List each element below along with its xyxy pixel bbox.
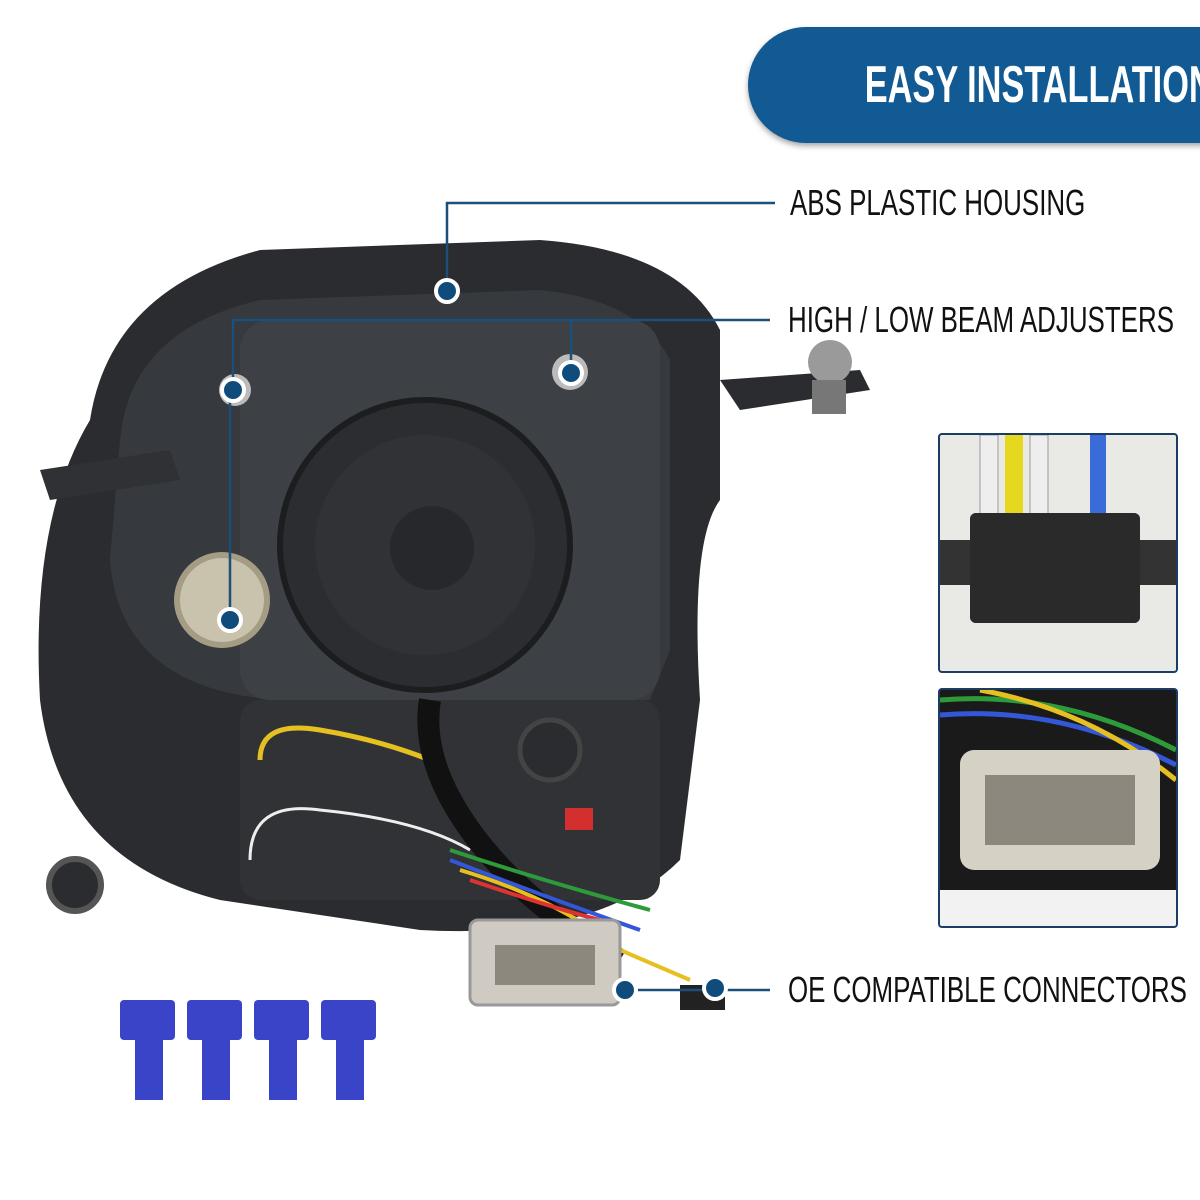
inset-connector-photo-2	[938, 688, 1178, 928]
title-banner: EASY INSTALLATION	[748, 27, 1200, 143]
callout-beam-adjusters: HIGH / LOW BEAM ADJUSTERS	[788, 299, 1174, 340]
callout-oe-connectors: OE COMPATIBLE CONNECTORS	[788, 969, 1187, 1010]
t-tap-connectors	[120, 1000, 376, 1100]
inset-connector-photo-1	[938, 433, 1178, 673]
banner-title: EASY INSTALLATION	[865, 56, 1200, 114]
adjuster-gear	[174, 552, 270, 648]
callout-dots	[217, 278, 728, 1003]
callout-abs-plastic-housing: ABS PLASTIC HOUSING	[790, 182, 1086, 223]
